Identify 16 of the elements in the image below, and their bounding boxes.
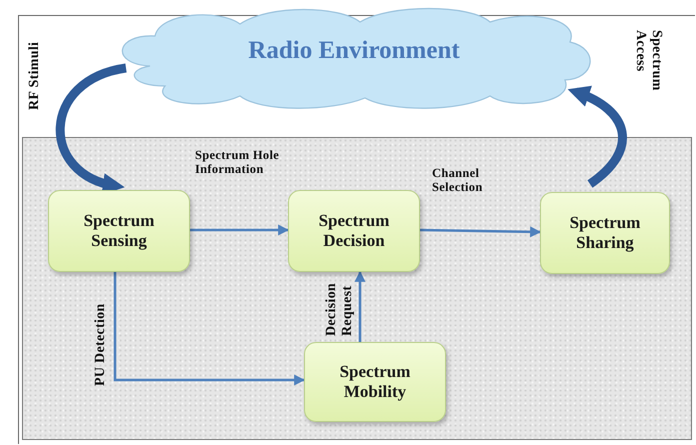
process-box: Spectrum Sharing — [540, 192, 670, 274]
arrow — [354, 270, 366, 342]
edge-label: RF Stimuli — [27, 42, 43, 110]
edge-label: Channel Selection — [432, 166, 484, 195]
process-box: Spectrum Decision — [288, 190, 420, 272]
arrow — [114, 272, 306, 386]
process-box: Spectrum Mobility — [304, 342, 446, 422]
process-box: Spectrum Sensing — [48, 190, 190, 272]
edge-label: Spectrum Hole Information — [195, 148, 280, 177]
arrow — [420, 226, 542, 238]
edge-label: PU Detection — [93, 303, 109, 386]
edge-label: Decision Request — [324, 282, 356, 336]
arrow — [190, 224, 290, 236]
curved-arrow — [568, 86, 627, 188]
edge-label: Spectrum Access — [632, 30, 664, 93]
cloud-title: Radio Environment — [248, 37, 460, 65]
